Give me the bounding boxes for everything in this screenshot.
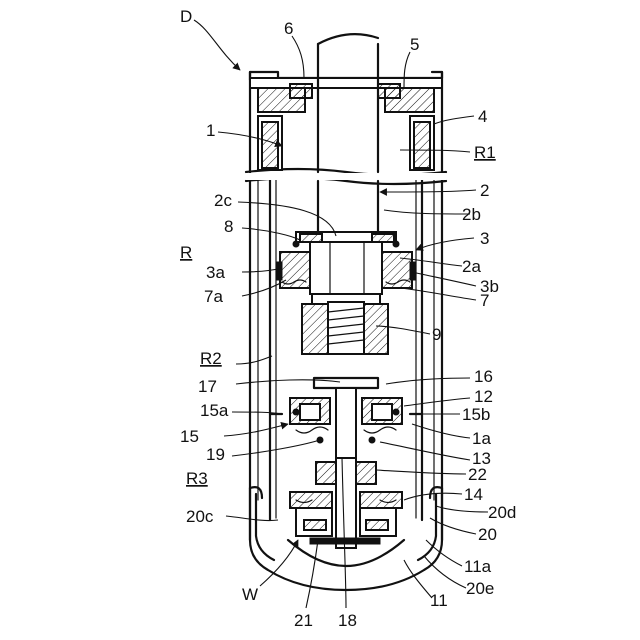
label-9: 9 bbox=[432, 325, 441, 344]
label-15: 15 bbox=[180, 427, 199, 446]
label-7a: 7a bbox=[204, 287, 223, 306]
label-19: 19 bbox=[206, 445, 225, 464]
label-5: 5 bbox=[410, 35, 419, 54]
label-4: 4 bbox=[478, 107, 487, 126]
label-20: 20 bbox=[478, 525, 497, 544]
label-R: R bbox=[180, 243, 192, 262]
label-20e: 20e bbox=[466, 579, 494, 598]
base-valve bbox=[290, 458, 402, 548]
label-8: 8 bbox=[224, 217, 233, 236]
label-3a: 3a bbox=[206, 263, 225, 282]
label-22: 22 bbox=[468, 465, 487, 484]
label-11: 11 bbox=[430, 591, 448, 610]
label-2c: 2c bbox=[214, 191, 232, 210]
label-R1: R1 bbox=[474, 143, 496, 162]
label-3: 3 bbox=[480, 229, 489, 248]
label-12: 12 bbox=[474, 387, 493, 406]
label-R2: R2 bbox=[200, 349, 222, 368]
label-21: 21 bbox=[294, 611, 313, 630]
top-cap bbox=[250, 72, 442, 170]
label-R3: R3 bbox=[186, 469, 208, 488]
piston-rod bbox=[318, 34, 378, 236]
label-7: 7 bbox=[480, 291, 489, 310]
label-17: 17 bbox=[198, 377, 217, 396]
label-18: 18 bbox=[338, 611, 357, 630]
label-20d: 20d bbox=[488, 503, 516, 522]
piston-assembly bbox=[276, 232, 416, 294]
label-2: 2 bbox=[480, 181, 489, 200]
label-2a: 2a bbox=[462, 257, 481, 276]
label-W: W bbox=[242, 585, 258, 604]
label-20c: 20c bbox=[186, 507, 214, 526]
label-11a: 11a bbox=[464, 557, 492, 576]
label-6: 6 bbox=[284, 19, 293, 38]
figure-label: D bbox=[180, 7, 192, 26]
piston-nut bbox=[302, 294, 388, 354]
label-14: 14 bbox=[464, 485, 483, 504]
label-2b: 2b bbox=[462, 205, 481, 224]
label-16: 16 bbox=[474, 367, 493, 386]
label-1a: 1a bbox=[472, 429, 491, 448]
label-15a: 15a bbox=[200, 401, 229, 420]
label-1: 1 bbox=[206, 121, 215, 140]
label-15b: 15b bbox=[462, 405, 490, 424]
